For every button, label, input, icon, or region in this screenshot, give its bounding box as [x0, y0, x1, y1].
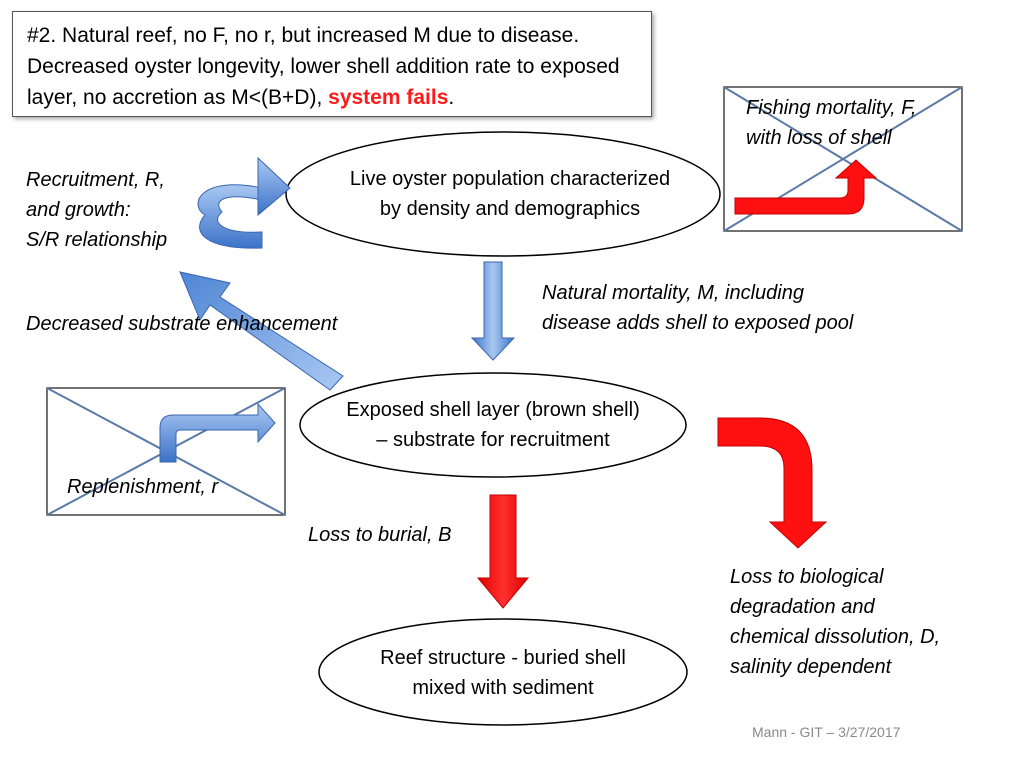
title-suffix: .: [448, 86, 455, 109]
natural-mortality-label: Natural mortality, M, including disease …: [542, 282, 854, 334]
footer-credit: Mann - GIT – 3/27/2017: [752, 724, 901, 740]
title-emphasis: system fails: [328, 86, 449, 109]
exposed-shell-ellipse: [299, 372, 687, 478]
degradation-arrow: [717, 417, 828, 549]
exposed-shell-label: Exposed shell layer (brown shell)– subst…: [346, 399, 640, 451]
title-box: #2. Natural reef, no F, no r, but increa…: [12, 11, 652, 117]
substrate-arrow: [179, 271, 344, 391]
fishing-label: Fishing mortality, F, with loss of shell: [746, 97, 917, 149]
reef-structure-ellipse: [318, 618, 688, 726]
mortality-down-arrow: [470, 261, 516, 361]
live-population-ellipse: [285, 131, 721, 257]
recruitment-label: Recruitment, R, and growth: S/R relation…: [26, 169, 168, 251]
burial-label: Loss to burial, B: [308, 524, 452, 546]
title-text: #2. Natural reef, no F, no r, but increa…: [27, 24, 620, 109]
replenishment-arrow: [159, 402, 276, 463]
replenishment-label: Replenishment, r: [67, 476, 219, 498]
substrate-label: Decreased substrate enhancement: [26, 313, 338, 335]
fishing-arrow: [734, 159, 878, 215]
recruitment-arrow: [197, 156, 291, 249]
degradation-label: Loss to biological degradation and chemi…: [730, 566, 941, 678]
burial-down-arrow: [476, 494, 530, 609]
